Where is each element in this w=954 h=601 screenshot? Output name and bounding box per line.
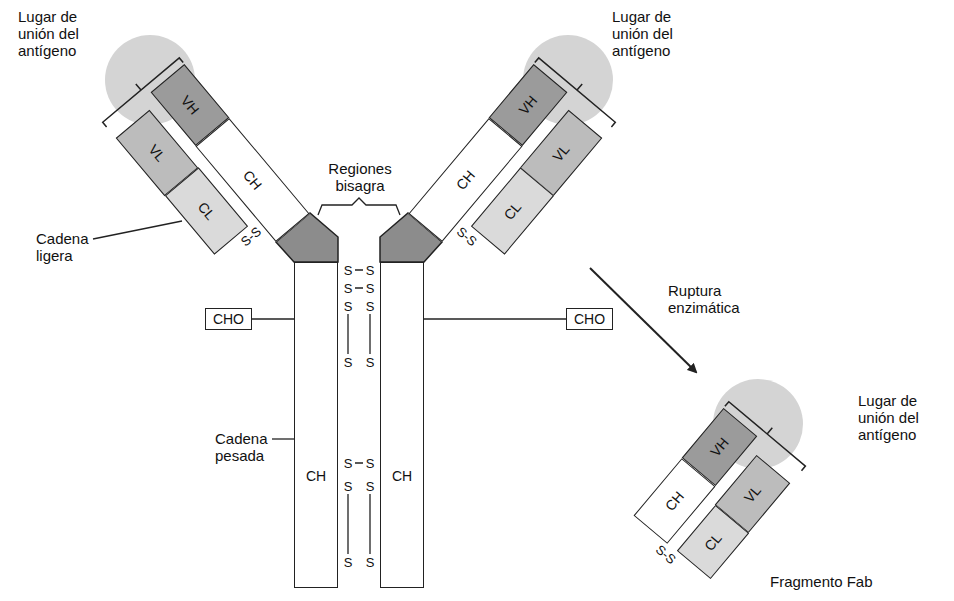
sulfur-atom: S [366, 479, 375, 494]
chain-label: Cadena pesada [215, 430, 285, 464]
box-text: VH [516, 92, 541, 117]
box-text: CH [453, 167, 478, 193]
box-text: CH [662, 488, 687, 514]
sulfur-atom: S [366, 299, 375, 314]
antigen-site-label: Lugar de unión del antígeno [612, 8, 690, 59]
sulfur-atom: S [366, 355, 375, 370]
hinge-label: Regiones bisagra [320, 160, 400, 194]
sulfur-atom: S [344, 555, 353, 570]
box-text: CH [295, 468, 337, 484]
bracket [318, 198, 400, 215]
sulfur-atom: S [366, 555, 375, 570]
sulfur-atom: S [344, 299, 353, 314]
sulfur-atom: S [366, 456, 375, 471]
box-text: VH [178, 92, 203, 117]
box-text: CH [381, 468, 423, 484]
heavy-chain-stem: CH [380, 262, 424, 588]
sulfur-atom: S [366, 281, 375, 296]
chain-label: Cadena ligera [36, 230, 106, 264]
sulfur-atom: S [366, 263, 375, 278]
antigen-site-label: Lugar de unión del antígeno [858, 392, 936, 443]
disulfide-bond: S-S [652, 542, 678, 567]
bond-line [348, 314, 370, 554]
antigen-site-label: Lugar de unión del antígeno [18, 8, 96, 59]
box-text: CHO [213, 311, 244, 327]
attachment-line [252, 318, 294, 319]
bond-dash [355, 270, 363, 463]
sulfur-atom: S [344, 456, 353, 471]
box-text: VL [741, 483, 764, 506]
fragment-label: Fragmento Fab [770, 573, 873, 590]
box-text: VL [549, 141, 572, 164]
carbohydrate-box: CHO [205, 308, 252, 330]
box-text: CHO [574, 311, 605, 327]
box-text: CL [500, 199, 524, 223]
sulfur-atom: S [344, 355, 353, 370]
box-text: VH [707, 434, 732, 459]
heavy-chain-stem: CH [294, 262, 338, 588]
process-label: Ruptura enzimática [668, 282, 754, 316]
carbohydrate-box: CHO [566, 308, 613, 330]
leader-line [93, 221, 182, 239]
leader-line [272, 438, 294, 439]
sulfur-atom: S [344, 479, 353, 494]
sulfur-atom: S [344, 281, 353, 296]
sulfur-atom: S [344, 263, 353, 278]
box-text: CH [240, 167, 265, 193]
attachment-line [424, 318, 566, 319]
box-text: VL [145, 141, 168, 164]
box-text: CL [194, 199, 218, 223]
box-text: CL [701, 530, 725, 554]
